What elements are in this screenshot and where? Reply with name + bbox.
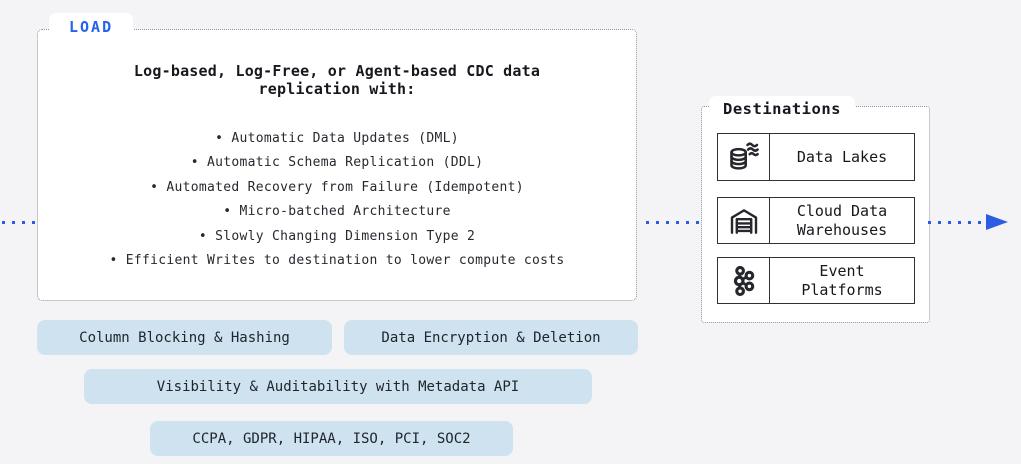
destination-row-event-platforms: Event Platforms xyxy=(717,257,915,304)
load-panel-tab: LOAD xyxy=(49,13,134,40)
pill-data-encryption: Data Encryption & Deletion xyxy=(344,320,638,355)
flow-line-outgoing xyxy=(928,221,986,224)
destination-label: Event Platforms xyxy=(801,261,883,299)
destination-label: Data Lakes xyxy=(796,147,888,166)
pill-compliance-standards: CCPA, GDPR, HIPAA, ISO, PCI, SOC2 xyxy=(150,421,513,456)
flow-line-incoming xyxy=(2,221,37,224)
load-feature-item: • Slowly Changing Dimension Type 2 xyxy=(198,228,476,244)
load-feature-item: • Automatic Schema Replication (DDL) xyxy=(190,155,484,171)
destination-row-data-lakes: Data Lakes xyxy=(717,133,915,181)
data-lake-icon xyxy=(718,134,770,180)
load-panel: LOAD Log-based, Log-Free, or Agent-based… xyxy=(37,13,637,301)
load-feature-item: • Automatic Data Updates (DML) xyxy=(215,131,459,146)
warehouse-icon xyxy=(718,198,770,243)
pill-column-blocking: Column Blocking & Hashing xyxy=(37,320,332,355)
load-feature-item: • Micro-batched Architecture xyxy=(223,204,451,220)
load-feature-list: • Automatic Data Updates (DML) • Automat… xyxy=(38,127,636,273)
event-stream-icon xyxy=(718,258,770,303)
load-heading: Log-based, Log-Free, or Agent-based CDC … xyxy=(133,62,541,98)
flow-line-load-to-destinations xyxy=(646,221,699,224)
destination-label: Cloud Data Warehouses xyxy=(796,201,888,239)
destinations-panel-title: Destinations xyxy=(723,100,841,118)
pill-visibility-auditability: Visibility & Auditability with Metadata … xyxy=(84,369,592,404)
load-panel-title: LOAD xyxy=(69,17,114,36)
arrow-right-icon xyxy=(986,214,1008,230)
load-feature-item: • Efficient Writes to destination to low… xyxy=(109,253,565,269)
destination-row-cloud-warehouses: Cloud Data Warehouses xyxy=(717,197,915,244)
load-feature-item: • Automated Recovery from Failure (Idemp… xyxy=(150,179,524,195)
destinations-panel-tab: Destinations xyxy=(709,96,855,122)
destinations-panel: Destinations Data Lakes xyxy=(701,96,930,323)
